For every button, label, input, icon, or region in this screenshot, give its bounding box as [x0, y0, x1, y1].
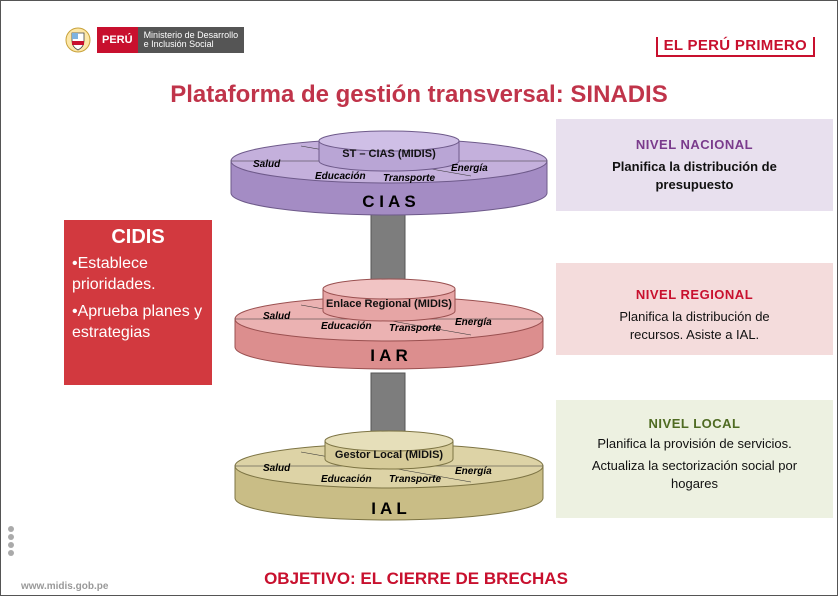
ministry-line-1: Ministerio de Desarrollo: [143, 30, 239, 40]
sector-label-transporte: Transporte: [389, 323, 441, 334]
tier-iar: Enlace Regional (MIDIS) Salud Educación …: [234, 278, 544, 370]
level-local-box: NIVEL LOCAL Planifica la provisión de se…: [556, 400, 833, 518]
sector-label-transporte: Transporte: [383, 173, 435, 184]
decorative-dots: [8, 526, 14, 558]
tier-iar-hub-top: [322, 278, 456, 300]
ministry-line-2: e Inclusión Social: [143, 39, 214, 49]
tier-cias-name: C I A S: [362, 192, 416, 211]
sector-label-salud: Salud: [263, 311, 291, 322]
brand-mark: EL PERÚ PRIMERO: [655, 37, 815, 57]
level-regional-box: NIVEL REGIONAL Planifica la distribución…: [556, 263, 833, 355]
connector-column-lower: [370, 372, 406, 434]
tier-cias-top-label: ST – CIAS (MIDIS): [342, 148, 436, 160]
sector-label-educacion: Educación: [321, 321, 372, 332]
tier-ial-hub-top: [324, 430, 454, 452]
sector-label-energia: Energía: [451, 163, 488, 174]
objective-text: OBJETIVO: EL CIERRE DE BRECHAS: [264, 569, 568, 588]
sector-label-educacion: Educación: [315, 171, 366, 182]
coat-of-arms-icon: [65, 27, 91, 53]
level-local-text-1: Planifica la provisión de servicios.: [597, 436, 792, 451]
sector-label-energia: Energía: [455, 466, 492, 477]
page-title: Plataforma de gestión transversal: SINAD…: [170, 81, 668, 108]
cidis-item-1: •Establece prioridades.: [72, 255, 156, 293]
level-national-box: NIVEL NACIONAL Planifica la distribución…: [556, 119, 833, 211]
cidis-item-2: •Aprueba planes y estrategias: [72, 303, 203, 341]
cidis-box: CIDIS •Establece prioridades. •Aprueba p…: [64, 220, 212, 385]
sector-label-salud: Salud: [253, 159, 281, 170]
sector-label-energia: Energía: [455, 317, 492, 328]
level-regional-title: NIVEL REGIONAL: [635, 287, 754, 302]
footer-url: www.midis.gob.pe: [21, 581, 109, 592]
cidis-title: CIDIS: [111, 226, 165, 248]
level-national-title: NIVEL NACIONAL: [635, 137, 754, 152]
tier-ial-name: I A L: [371, 499, 407, 518]
tier-cias: ST – CIAS (MIDIS) Salud Educación Transp…: [230, 130, 548, 216]
tier-ial: Gestor Local (MIDIS) Salud Educación Tra…: [234, 430, 544, 521]
sector-label-transporte: Transporte: [389, 474, 441, 485]
level-local-title: NIVEL LOCAL: [648, 416, 741, 431]
tier-iar-top-label: Enlace Regional (MIDIS): [326, 298, 452, 310]
tier-cias-hub-top: [318, 130, 460, 152]
sector-label-salud: Salud: [263, 463, 291, 474]
level-national-text: Planifica la distribución de presupuesto: [612, 159, 777, 192]
peru-label: PERÚ: [97, 27, 138, 53]
tier-ial-top-label: Gestor Local (MIDIS): [335, 449, 444, 461]
sector-label-educacion: Educación: [321, 474, 372, 485]
ministry-logo: PERÚ Ministerio de Desarrollo e Inclusió…: [65, 27, 245, 53]
ministry-name: Ministerio de Desarrollo e Inclusión Soc…: [137, 27, 245, 53]
level-regional-text: Planifica la distribución de recursos. A…: [619, 309, 770, 342]
tier-iar-name: I A R: [370, 346, 407, 365]
level-local-text-2: Actualiza la sectorización social por ho…: [591, 458, 798, 491]
